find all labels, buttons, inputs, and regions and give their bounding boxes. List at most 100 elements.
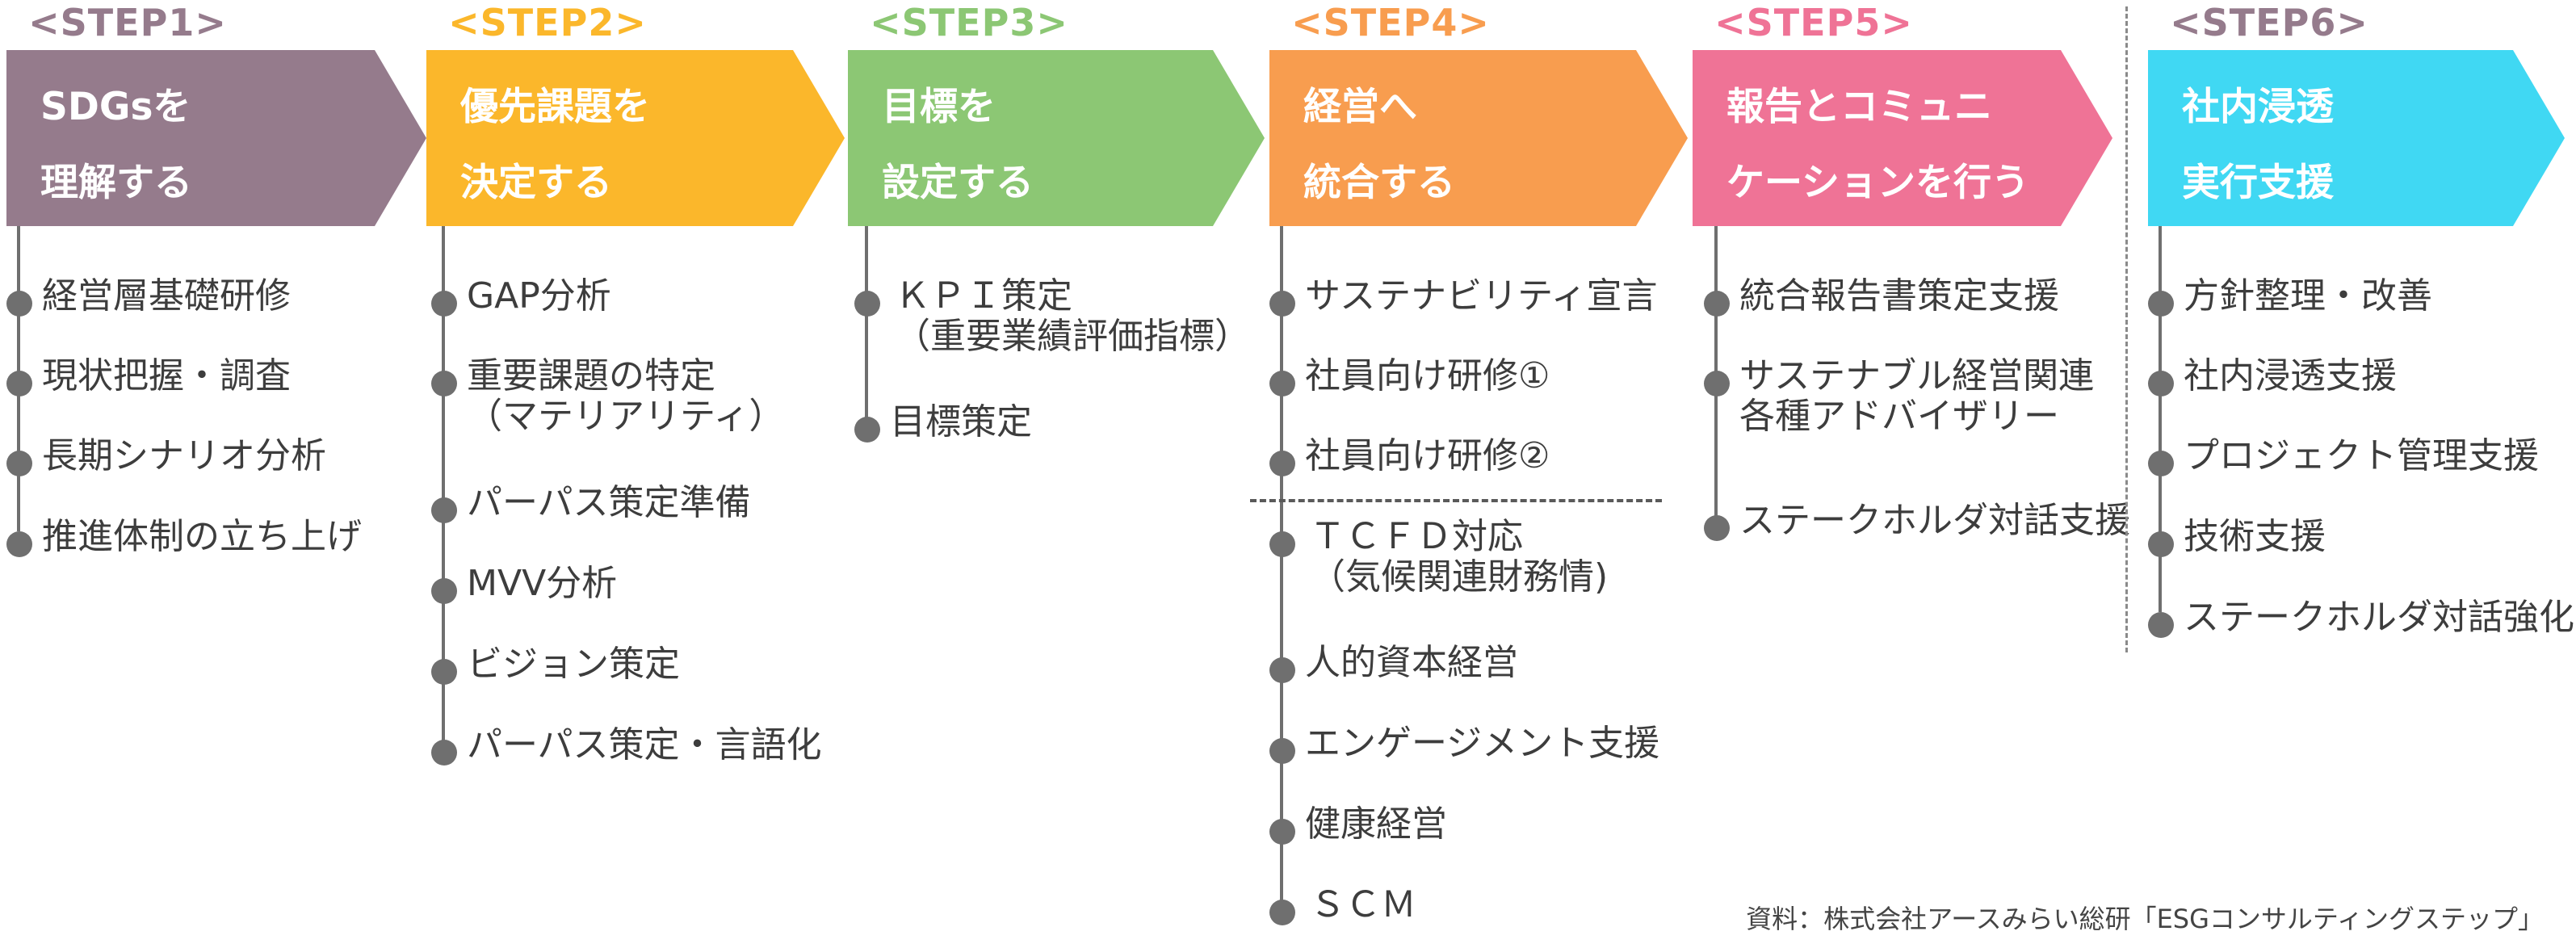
step-5-label-line2: ケーションを行う <box>1726 161 2030 205</box>
step-5-arrow-shape <box>1693 50 2112 226</box>
step-6-title: <STEP6> <box>2170 1 2368 44</box>
step-6-label-line1: 社内浸透 <box>2182 85 2334 129</box>
step-6-item-text: ステークホルダ対話強化 <box>2184 597 2574 638</box>
step-2-item-text: MVV分析 <box>467 563 618 604</box>
step-6-label-line2: 実行支援 <box>2182 161 2334 205</box>
step-2-item-text: 重要課題の特定 （マテリアリティ） <box>467 356 784 437</box>
step-3-item-line2: （重要業績評価指標） <box>895 316 1250 357</box>
step-1-item-text: 現状把握・調査 <box>42 355 291 396</box>
step-1-item-text: 推進体制の立ち上げ <box>42 516 362 557</box>
step-2-item-line2: （マテリアリティ） <box>467 396 785 437</box>
step-5-label-line1: 報告とコミュニ <box>1726 85 1992 129</box>
bullet-dot <box>854 291 880 317</box>
step-4-label-line1: 経営へ <box>1303 85 1417 129</box>
step-6-item-text: 社内浸透支援 <box>2184 355 2397 396</box>
bullet-dot <box>431 740 457 766</box>
step-5-label: 報告とコミュニ ケーションを行う <box>1726 69 2029 221</box>
step-2-label-line2: 決定する <box>460 161 612 205</box>
step-2-label-line1: 優先課題を <box>460 85 650 129</box>
step-4-item-text: ＴＣＦＤ対応 （気候関連財務情) <box>1310 517 1608 598</box>
bullet-dot <box>1704 515 1730 541</box>
step-4-label-line2: 統合する <box>1303 161 1455 205</box>
step-3-arrow: 目標を 設定する <box>848 50 1265 226</box>
step-3-timeline-line <box>865 226 868 434</box>
step-2-item-text: パーパス策定準備 <box>467 482 751 523</box>
bullet-dot <box>2148 371 2174 396</box>
step-2-arrow-shape <box>426 50 845 226</box>
step-4-item-line2: （気候関連財務情) <box>1310 556 1609 598</box>
step-4-item-text: エンゲージメント支援 <box>1305 723 1660 764</box>
bullet-dot <box>431 497 457 523</box>
step-3-item-text: ＫＰＩ策定 （重要業績評価指標） <box>895 276 1250 357</box>
bullet-dot <box>1269 531 1295 557</box>
bullet-dot <box>2148 612 2174 638</box>
step-2-item-line1: 重要課題の特定 <box>467 355 715 396</box>
bullet-dot <box>2148 531 2174 557</box>
step-6-item-text: 方針整理・改善 <box>2184 275 2432 317</box>
bullet-dot <box>854 417 880 443</box>
step-6-arrow: 社内浸透 実行支援 <box>2148 50 2565 226</box>
bullet-dot <box>1269 291 1295 317</box>
bullet-dot <box>431 371 457 396</box>
step-3-label-line1: 目標を <box>882 85 996 129</box>
step-2-item-text: ビジョン策定 <box>467 644 680 685</box>
step-6-item-text: プロジェクト管理支援 <box>2184 435 2539 476</box>
step-2-arrow: 優先課題を 決定する <box>426 50 845 226</box>
bullet-dot <box>1269 371 1295 396</box>
step-2-item-text: パーパス策定・言語化 <box>467 724 822 766</box>
step-4-item-text: 健康経営 <box>1305 803 1447 845</box>
step-4-item-text: サステナビリティ宣言 <box>1305 275 1658 317</box>
step-4-item-text: 社員向け研修① <box>1305 355 1550 396</box>
bullet-dot <box>6 451 32 476</box>
step-3-title: <STEP3> <box>870 1 1068 44</box>
step-2-label: 優先課題を 決定する <box>460 69 650 221</box>
bullet-dot <box>1269 819 1295 845</box>
bullet-dot <box>1269 738 1295 764</box>
step-2-item-text: GAP分析 <box>467 275 611 317</box>
step-1-label: SDGsを 理解する <box>40 69 192 221</box>
step-3-item-line1: ＫＰＩ策定 <box>895 275 1072 317</box>
step-5-title: <STEP5> <box>1714 1 1913 44</box>
dashed-separator-vertical <box>2125 6 2128 652</box>
step-5-arrow: 報告とコミュニ ケーションを行う <box>1693 50 2112 226</box>
step-4-arrow: 経営へ 統合する <box>1269 50 1688 226</box>
step-3-item-text: 目標策定 <box>890 401 1032 443</box>
bullet-dot <box>6 291 32 317</box>
step-1-item-text: 長期シナリオ分析 <box>42 435 326 476</box>
step-4-item-text: ＳＣＭ <box>1310 884 1416 925</box>
bullet-dot <box>1704 291 1730 317</box>
step-5-item-text: 統合報告書策定支援 <box>1739 275 2059 317</box>
step-1-label-line2: 理解する <box>40 161 192 205</box>
step-4-title: <STEP4> <box>1291 1 1490 44</box>
step-5-item-text: サステナブル経営関連 各種アドバイザリー <box>1739 356 2094 437</box>
step-3-arrow-shape <box>848 50 1265 226</box>
step-1-arrow-shape <box>6 50 426 226</box>
bullet-dot <box>431 578 457 604</box>
step-6-timeline-line <box>2159 226 2162 612</box>
step-2-timeline-line <box>442 226 445 757</box>
step-4-label: 経営へ 統合する <box>1303 69 1455 221</box>
bullet-dot <box>2148 291 2174 317</box>
step-6-arrow-shape <box>2148 50 2565 226</box>
bullet-dot <box>1269 657 1295 683</box>
step-2-title: <STEP2> <box>448 1 647 44</box>
step-5-item-text: ステークホルダ対話支援 <box>1739 500 2130 541</box>
step-5-item-line2: 各種アドバイザリー <box>1739 396 2059 437</box>
step-4-item-line1: ＴＣＦＤ対応 <box>1310 516 1523 557</box>
bullet-dot <box>2148 451 2174 476</box>
bullet-dot <box>1269 451 1295 476</box>
step-3-label: 目標を 設定する <box>882 69 1034 221</box>
bullet-dot <box>431 659 457 685</box>
bullet-dot <box>1269 900 1295 925</box>
step-1-title: <STEP1> <box>28 1 227 44</box>
step-1-item-text: 経営層基礎研修 <box>42 275 291 317</box>
step-4-timeline-line <box>1280 226 1283 921</box>
step-6-item-text: 技術支援 <box>2184 516 2326 557</box>
step-6-label: 社内浸透 実行支援 <box>2182 69 2334 221</box>
step-4-item-text: 人的資本経営 <box>1305 642 1518 683</box>
step-1-label-line1: SDGsを <box>40 85 191 129</box>
source-note: 資料：株式会社アースみらい総研「ESGコンサルティングステップ」 <box>1746 904 2544 934</box>
dashed-separator-horizontal <box>1250 499 1662 502</box>
bullet-dot <box>6 371 32 396</box>
bullet-dot <box>431 291 457 317</box>
